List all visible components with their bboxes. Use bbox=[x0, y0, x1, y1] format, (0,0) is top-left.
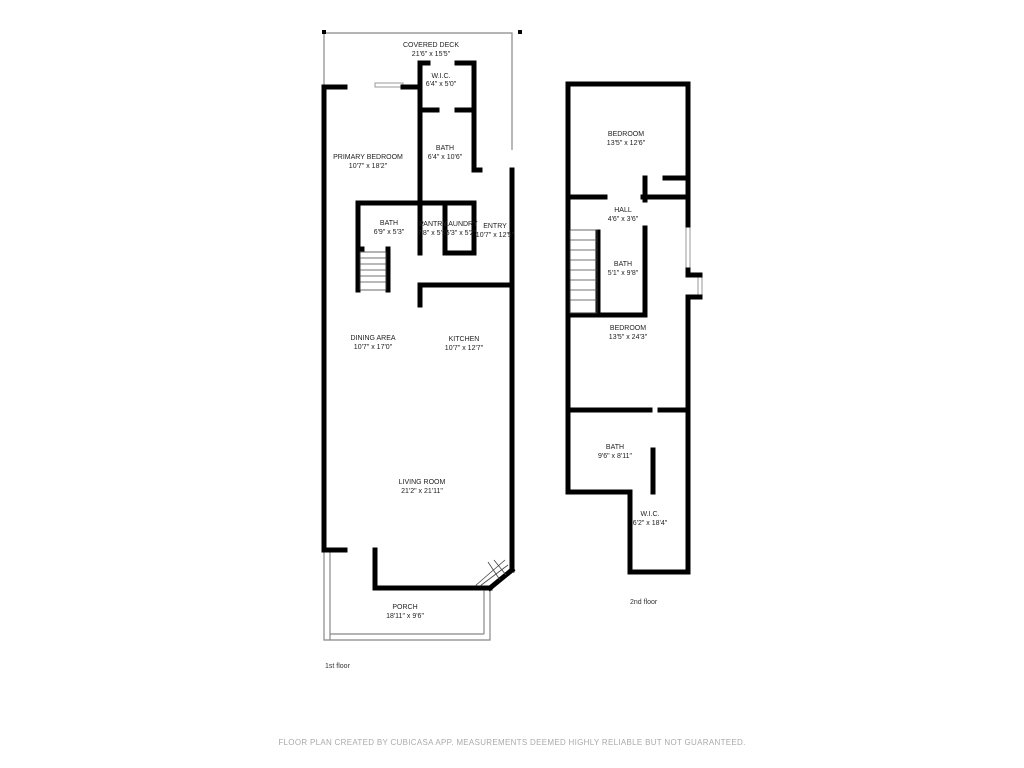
room-name: ENTRY bbox=[483, 223, 507, 230]
room-name: DINING AREA bbox=[350, 335, 395, 342]
room-size: 6'9" x 5'3" bbox=[374, 229, 405, 236]
room-size: 10'7" x 17'0" bbox=[354, 344, 393, 351]
room-size: 10'7" x 18'2" bbox=[349, 163, 388, 170]
room-name: HALL bbox=[614, 207, 632, 214]
room-size: 6'4" x 5'0" bbox=[426, 81, 457, 88]
room-size: 5'3" x 5'2" bbox=[446, 230, 477, 237]
room-name: W.I.C. bbox=[431, 73, 450, 80]
room-name: BATH bbox=[614, 261, 632, 268]
floor-label: 2nd floor bbox=[630, 599, 658, 606]
room-name: BEDROOM bbox=[610, 325, 646, 332]
room-name: PORCH bbox=[392, 604, 417, 611]
footer-disclaimer: FLOOR PLAN CREATED BY CUBICASA APP. MEAS… bbox=[278, 738, 746, 747]
room-name: PRIMARY BEDROOM bbox=[333, 154, 403, 161]
room-name: PANTRY bbox=[419, 221, 447, 228]
room-size: 4'6" x 3'6" bbox=[608, 216, 639, 223]
room-name: BATH bbox=[380, 220, 398, 227]
staircase bbox=[569, 229, 598, 314]
room-size: 18'11" x 9'6" bbox=[386, 613, 424, 620]
deck-outline bbox=[323, 32, 513, 150]
floor-label: 1st floor bbox=[325, 663, 351, 670]
walls-second-floor bbox=[565, 81, 703, 575]
room-name: LAUNDRY bbox=[444, 221, 478, 228]
room-size: 6'4" x 10'6" bbox=[428, 154, 463, 161]
first-floor-plan: COVERED DECK 21'6" x 15'5" W.I.C. 6'4" x… bbox=[321, 30, 522, 670]
room-size: 13'5" x 12'6" bbox=[607, 140, 646, 147]
room-size: 9'6" x 8'11" bbox=[598, 453, 632, 460]
room-name: W.I.C. bbox=[640, 511, 659, 518]
room-size: 6'2" x 18'4" bbox=[633, 520, 668, 527]
room-size: 21'2" x 21'11" bbox=[401, 488, 443, 495]
room-name: BEDROOM bbox=[608, 131, 644, 138]
room-name: LIVING ROOM bbox=[399, 479, 446, 486]
walls-first-floor bbox=[321, 60, 516, 592]
room-size: 5'1" x 9'8" bbox=[608, 270, 639, 277]
room-size: 7'8" x 5'2" bbox=[418, 230, 449, 237]
staircase bbox=[359, 251, 509, 587]
room-size: 10'7" x 12'5" bbox=[476, 232, 515, 239]
room-size: 21'6" x 15'5" bbox=[412, 51, 451, 58]
room-size: 13'5" x 24'3" bbox=[609, 334, 648, 341]
second-floor-plan: BEDROOM 13'5" x 12'6" HALL 4'6" x 3'6" B… bbox=[565, 81, 703, 606]
room-name: KITCHEN bbox=[449, 336, 480, 343]
room-name: BATH bbox=[436, 145, 454, 152]
room-size: 10'7" x 12'7" bbox=[445, 345, 484, 352]
room-name: BATH bbox=[606, 444, 624, 451]
room-name: COVERED DECK bbox=[403, 42, 459, 49]
porch-outline bbox=[323, 550, 491, 641]
